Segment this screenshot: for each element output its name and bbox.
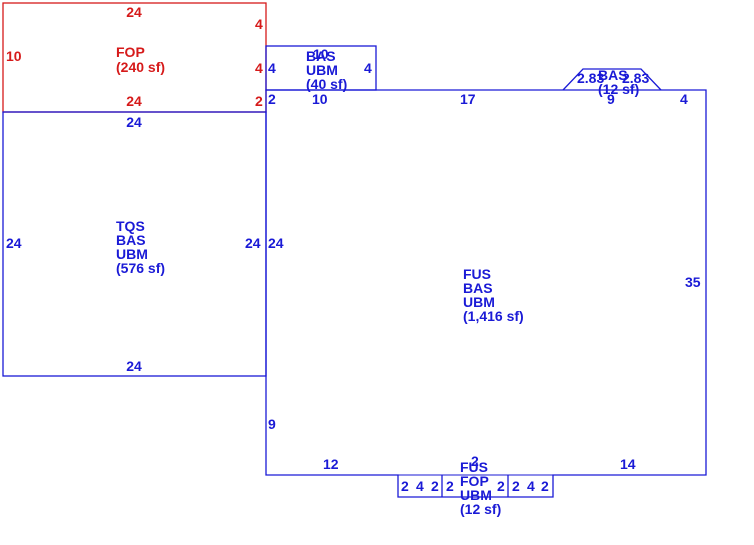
fireplace-dim-right: 2.83 [622,70,649,86]
tqs-code1: TQS [116,218,145,234]
notch-dim-3: 2 [431,478,439,494]
tqs-top-dim: 24 [126,114,142,130]
fireplace-code: BAS [598,67,628,83]
bay-left-dim: 4 [268,60,276,76]
bay-overlap-dim: 10 [313,46,329,62]
bottom-box-area: (12 sf) [460,501,501,517]
main-top-dim-e: 4 [680,91,688,107]
tqs-code3: UBM [116,246,148,262]
main-top-dim-a: 2 [268,91,276,107]
tqs-area: (576 sf) [116,260,165,276]
fop-bottom-dim: 24 [126,93,142,109]
main-bottom-right-dim: 14 [620,456,636,472]
fus-area: (1,416 sf) [463,308,524,324]
tqs-left-dim: 24 [6,235,22,251]
bottom-box-code3: UBM [460,487,492,503]
fus-code1: FUS [463,266,491,282]
tqs-code2: BAS [116,232,146,248]
fus-outline [265,89,707,498]
bay-code2: UBM [306,62,338,78]
notch-dim-2: 4 [416,478,424,494]
fireplace-area: (12 sf) [598,81,639,97]
fireplace-outline [562,68,662,91]
notch-dim-1: 2 [401,478,409,494]
fop-right-top-dim: 4 [255,16,263,32]
notch-dim-5: 2 [497,478,505,494]
bay-code1: BAS [306,48,336,64]
notch-dim-6: 2 [512,478,520,494]
fop-left-dim: 10 [6,48,22,64]
notch-center-dim: 2 [471,453,479,469]
fop-code: FOP [116,44,145,60]
main-top-dim-c: 17 [460,91,476,107]
tqs-bottom-dim: 24 [126,358,142,374]
fus-code2: BAS [463,280,493,296]
main-right-dim: 35 [685,274,701,290]
fireplace-dim-left: 2.83 [577,70,604,86]
main-top-dim-d: 9 [607,91,615,107]
fop-right-mid-dim: 4 [255,60,263,76]
fop-right-low-dim: 2 [255,93,263,109]
notch-dim-7: 4 [527,478,535,494]
tqs-right-dim: 24 [245,235,261,251]
bottom-box-code1: FUS [460,459,488,475]
main-top-dim-b: 10 [312,91,328,107]
notch-dim-4: 2 [446,478,454,494]
bay-area: (40 sf) [306,76,347,92]
bay-right-dim: 4 [364,60,372,76]
fop-top-dim: 24 [126,4,142,20]
fop-area: (240 sf) [116,59,165,75]
main-left-top-dim: 24 [268,235,284,251]
bottom-box-code2: FOP [460,473,489,489]
main-bottom-left-dim: 12 [323,456,339,472]
notch-dim-8: 2 [541,478,549,494]
main-left-low-dim: 9 [268,416,276,432]
fus-code3: UBM [463,294,495,310]
